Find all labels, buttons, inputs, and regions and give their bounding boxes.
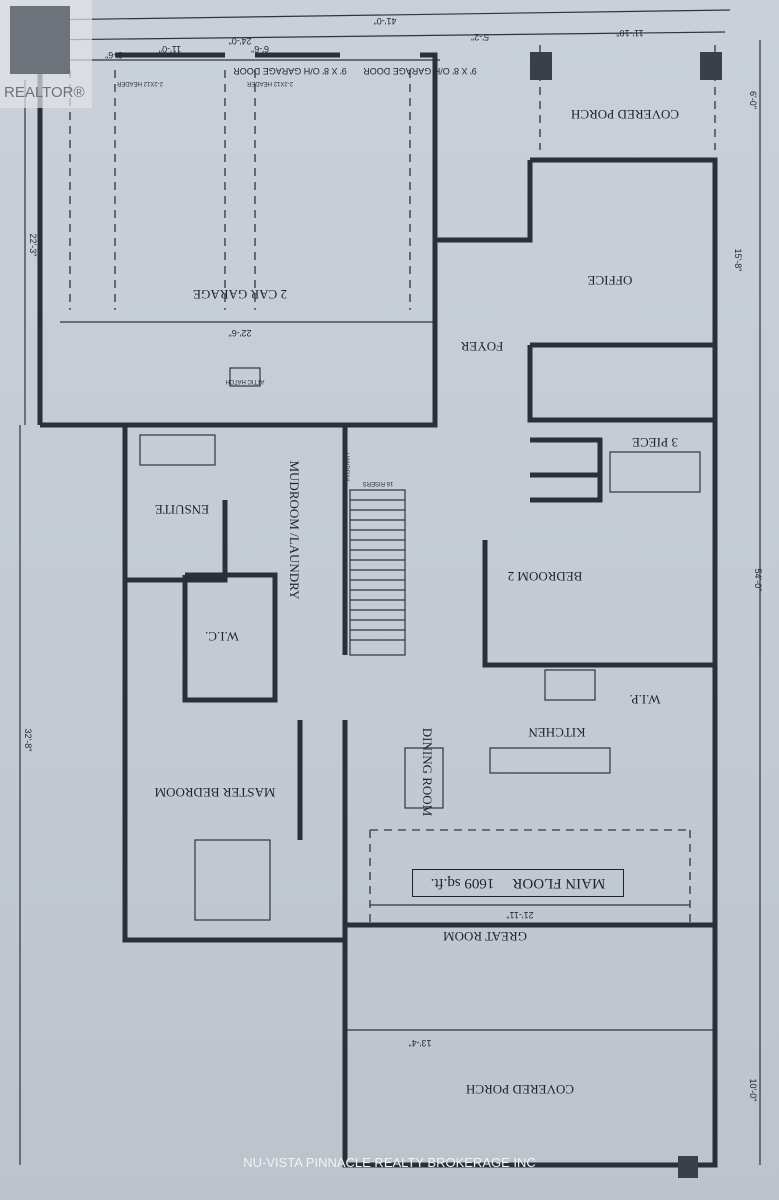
room-label-porch-rear: COVERED PORCH [466,1082,574,1097]
dim-6-6-b: 6'-6" [251,44,269,54]
dim-overall-width: 41'-0" [374,16,397,26]
realtor-r-icon [10,6,70,74]
furniture [139,367,701,921]
dim-21-11: 21'-11" [506,910,533,920]
label-attic-hatch: ATTIC HATCH [226,378,265,384]
dim-54-0: 54'-0" [753,569,763,592]
dim-5-2: 5'-2" [471,32,489,42]
room-label-master: MASTER BEDROOM [154,785,275,800]
room-label-porch-front: COVERED PORCH [571,107,679,122]
room-label-wic: W.I.C. [205,629,239,644]
dim-11-10: 11'-10" [616,28,643,38]
dim-6-0: 6'-0" [748,91,758,109]
room-label-3-piece: 3 PIECE [632,435,678,450]
walls [37,52,718,1168]
label-header-2: 2-2X12 HEADER [246,80,293,86]
dim-6-6-a: 6'-6" [105,50,123,60]
room-label-kitchen: KITCHEN [528,725,586,740]
main-floor-title-box: MAIN FLOOR 1609 sq.ft. [412,869,624,897]
label-handrail: HANDRAIL [343,453,349,484]
garage-door-openings [69,45,716,925]
dim-10-0: 10'-0" [748,1079,758,1102]
room-label-office: OFFICE [588,273,633,288]
realtor-logo: REALTOR® [0,0,92,108]
label-garage-door-1: 9' X 8' O/H GARAGE DOOR [233,66,347,76]
room-label-garage: 2 CAR GARAGE [193,287,287,302]
stairs [349,489,406,656]
room-label-bedroom2: BEDROOM 2 [508,569,583,584]
label-header-1: 2-2X12 HEADER [116,80,163,86]
dim-15-8: 15'-8" [733,249,743,272]
brokerage-watermark: NU-VISTA PINNACLE REALTY BROKERAGE INC [243,1155,536,1170]
realtor-logo-text: REALTOR® [4,84,85,101]
plan-area: 1609 sq.ft. [430,875,495,892]
dim-32-8: 32'-8" [23,729,33,752]
room-label-wip: W.I.P. [630,692,661,707]
room-label-dining: DINING ROOM [420,728,435,817]
room-label-great: GREAT ROOM [443,929,527,944]
dimension-lines [19,9,761,1165]
label-stairs: 16 RISERS [363,480,394,486]
dim-13-4: 13'-4" [409,1038,432,1048]
porch-posts [530,52,722,1178]
dim-garage-width: 24'-0" [229,36,252,46]
plan-title: MAIN FLOOR [512,875,606,892]
label-garage-door-2: 9' X 8' O/H GARAGE DOOR [363,66,477,76]
room-label-foyer: FOYER [460,339,503,354]
dim-22-6: 22'-6" [229,328,252,338]
room-label-mudroom: MUDROOM /LAUNDRY [287,460,302,600]
dim-22-3: 22'-3" [28,234,38,257]
dim-11-0: 11'-0" [159,44,181,54]
room-label-ensuite: ENSUITE [155,502,209,517]
